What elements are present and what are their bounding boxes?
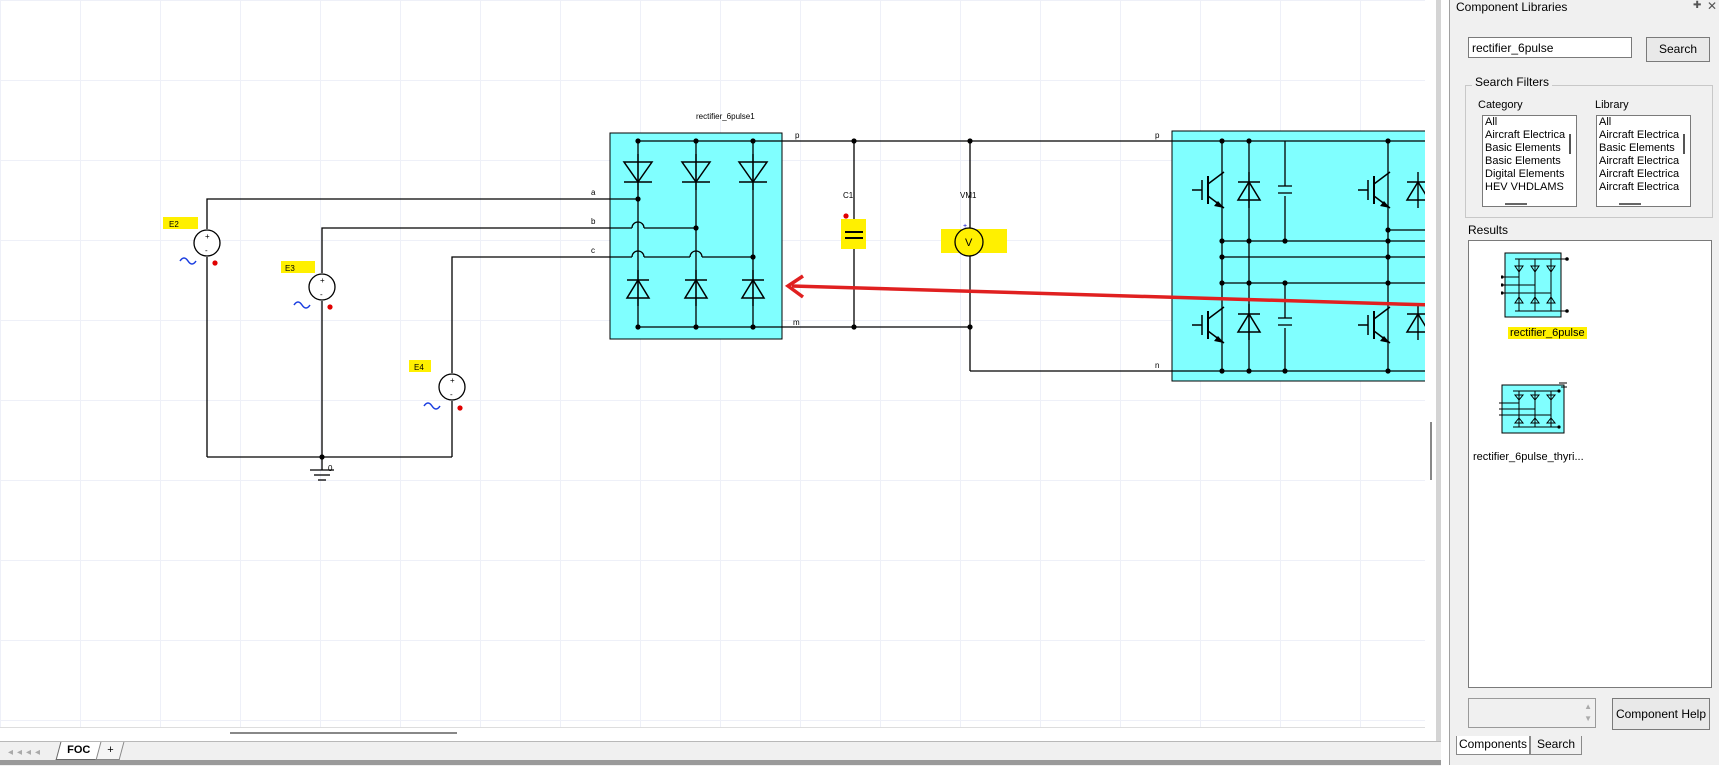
- results-label: Results: [1468, 223, 1509, 237]
- search-filters-title: Search Filters: [1472, 75, 1553, 89]
- category-option[interactable]: Basic Elements: [1485, 142, 1561, 154]
- category-option[interactable]: Basic Elements: [1485, 155, 1561, 167]
- canvas-horizontal-scrollbar[interactable]: [0, 727, 1425, 742]
- voltage-source-e3[interactable]: [308, 273, 336, 301]
- tab-search[interactable]: Search: [1530, 736, 1582, 755]
- add-sheet-label: +: [107, 744, 114, 756]
- panel-tab-strip: Components Search: [1450, 736, 1719, 760]
- voltage-source-e2[interactable]: [193, 229, 221, 257]
- component-libraries-panel: Component Libraries ✚ ✕ Search Search Fi…: [1449, 0, 1719, 765]
- category-label: Category: [1478, 99, 1523, 111]
- e3-label: E3: [285, 264, 295, 273]
- sheet-nav-arrows-icon[interactable]: ◂◂◂◂: [8, 747, 45, 758]
- e4-label: E4: [414, 363, 424, 372]
- result-rectifier-6pulse-thyristor-thumbnail[interactable]: [1499, 381, 1569, 442]
- voltmeter-label: VM1: [960, 191, 977, 200]
- library-option[interactable]: Aircraft Electrica: [1599, 168, 1680, 180]
- port-p-label: p: [795, 131, 800, 140]
- voltmeter-vm1[interactable]: V +: [941, 223, 1007, 257]
- capacitor-label: C1: [843, 191, 854, 200]
- category-scrollbar[interactable]: [1569, 134, 1571, 154]
- schematic-canvas[interactable]: + - 0 E2 E3 E4 rectifier_6: [0, 0, 1425, 727]
- library-scrollbar[interactable]: [1683, 134, 1685, 154]
- pin-marker: [212, 260, 218, 266]
- inverter-block[interactable]: [1171, 130, 1425, 382]
- port-m-label: m: [793, 318, 800, 327]
- pin-icon[interactable]: ✚: [1693, 0, 1702, 11]
- component-help-field[interactable]: ▲▼: [1468, 698, 1596, 728]
- ground-node-label: 0: [328, 464, 333, 473]
- svg-text:+: +: [963, 223, 967, 230]
- pin-marker: [457, 405, 463, 411]
- sine-wave-icon: [293, 301, 311, 309]
- voltage-source-e4[interactable]: [438, 373, 466, 401]
- capacitor-c1[interactable]: [841, 213, 866, 249]
- category-option[interactable]: All: [1485, 116, 1498, 128]
- thyristor-rectifier-thumbnail-icon: [1499, 382, 1567, 434]
- rectifier-block[interactable]: [598, 132, 800, 340]
- sine-wave-icon: [423, 402, 441, 410]
- schematic-drawing[interactable]: + - 0 E2 E3 E4 rectifier_6: [0, 0, 1425, 727]
- e2-label-highlight: [163, 217, 198, 229]
- add-sheet-button[interactable]: +: [95, 742, 125, 760]
- library-option[interactable]: Aircraft Electrica: [1599, 129, 1680, 141]
- result-rectifier-6pulse-label[interactable]: rectifier_6pulse: [1508, 327, 1587, 339]
- sheet-tab-label: FOC: [67, 744, 91, 756]
- source-wiring: [206, 198, 598, 470]
- component-help-button[interactable]: Component Help: [1612, 698, 1710, 730]
- inverter-port-p-label: p: [1155, 131, 1160, 140]
- pin-marker: [327, 304, 333, 310]
- inverter-port-n-label: n: [1155, 361, 1159, 370]
- sine-wave-icon: [179, 257, 197, 265]
- rectifier-thumbnail-icon: [1500, 252, 1569, 318]
- e3-label-highlight: [281, 261, 315, 273]
- result-rectifier-6pulse-thyristor-label[interactable]: rectifier_6pulse_thyri...: [1473, 451, 1584, 463]
- library-option[interactable]: Aircraft Electrica: [1599, 181, 1680, 193]
- panel-title: Component Libraries: [1456, 0, 1568, 14]
- ground-icon: [310, 469, 334, 481]
- search-button[interactable]: Search: [1646, 37, 1710, 62]
- library-option[interactable]: Aircraft Electrica: [1599, 155, 1680, 167]
- tab-components[interactable]: Components: [1456, 736, 1530, 755]
- e4-label-highlight: [409, 360, 431, 372]
- library-hscrollbar[interactable]: [1619, 203, 1641, 205]
- library-label: Library: [1595, 99, 1629, 111]
- dc-bus-wiring: [800, 140, 1172, 372]
- port-b-label: b: [591, 217, 596, 226]
- rectifier-name: rectifier_6pulse1: [696, 112, 755, 121]
- status-strip: [0, 760, 1441, 765]
- category-list[interactable]: All Aircraft Electrica Basic Elements Ba…: [1482, 115, 1577, 207]
- result-rectifier-6pulse-thumbnail[interactable]: [1500, 249, 1569, 326]
- port-c-label: c: [591, 246, 595, 255]
- library-option[interactable]: Basic Elements: [1599, 142, 1675, 154]
- category-option[interactable]: HEV VHDLAMS: [1485, 181, 1564, 193]
- e2-label: E2: [169, 220, 179, 229]
- panel-splitter[interactable]: [1436, 0, 1441, 765]
- library-option[interactable]: All: [1599, 116, 1612, 128]
- port-a-label: a: [591, 188, 596, 197]
- close-icon[interactable]: ✕: [1707, 0, 1718, 13]
- category-option[interactable]: Digital Elements: [1485, 168, 1565, 180]
- search-input[interactable]: [1468, 37, 1632, 58]
- library-list[interactable]: All Aircraft Electrica Basic Elements Ai…: [1596, 115, 1691, 207]
- category-option[interactable]: Aircraft Electrica: [1485, 129, 1566, 141]
- search-filters-group: [1465, 85, 1713, 218]
- voltmeter-symbol: V: [965, 237, 973, 249]
- vertical-scroll-thumb[interactable]: [1430, 422, 1432, 480]
- results-list[interactable]: rectifier_6pulse rectifier_6pulse_thyri.…: [1468, 240, 1712, 688]
- category-hscrollbar[interactable]: [1505, 203, 1527, 205]
- spin-arrows-icon[interactable]: ▲▼: [1584, 702, 1592, 723]
- annotation-arrow-icon: [784, 274, 1425, 307]
- horizontal-scroll-thumb[interactable]: [230, 732, 457, 734]
